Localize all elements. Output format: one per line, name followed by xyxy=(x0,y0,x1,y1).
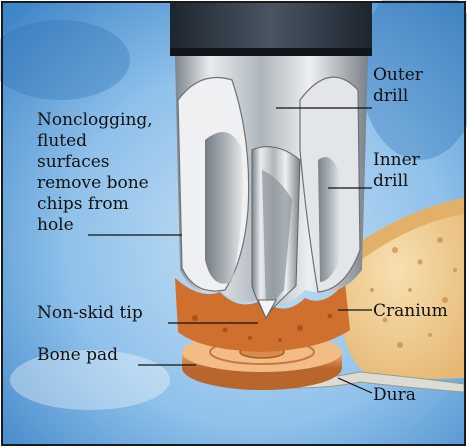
label-nonclogging-line4: remove bone xyxy=(37,173,149,193)
label-outer-drill-line2: drill xyxy=(373,86,408,106)
label-nonclogging-line1: Nonclogging, xyxy=(37,110,153,130)
label-dura: Dura xyxy=(373,385,416,405)
label-inner-drill-line2: drill xyxy=(373,171,408,191)
label-inner-drill-line1: Inner xyxy=(373,150,421,170)
label-nonclogging-line5: chips from xyxy=(37,194,129,214)
drill-collar xyxy=(170,3,372,55)
label-outer-drill-line1: Outer xyxy=(373,65,424,85)
label-nonclogging-line2: fluted xyxy=(37,131,87,151)
label-nonclogging-line3: surfaces xyxy=(37,152,110,172)
label-non-skid-tip: Non-skid tip xyxy=(37,303,143,323)
label-bone-pad: Bone pad xyxy=(37,345,118,365)
label-cranium: Cranium xyxy=(373,301,448,321)
label-nonclogging-line6: hole xyxy=(37,215,74,235)
drill-body xyxy=(170,3,372,318)
